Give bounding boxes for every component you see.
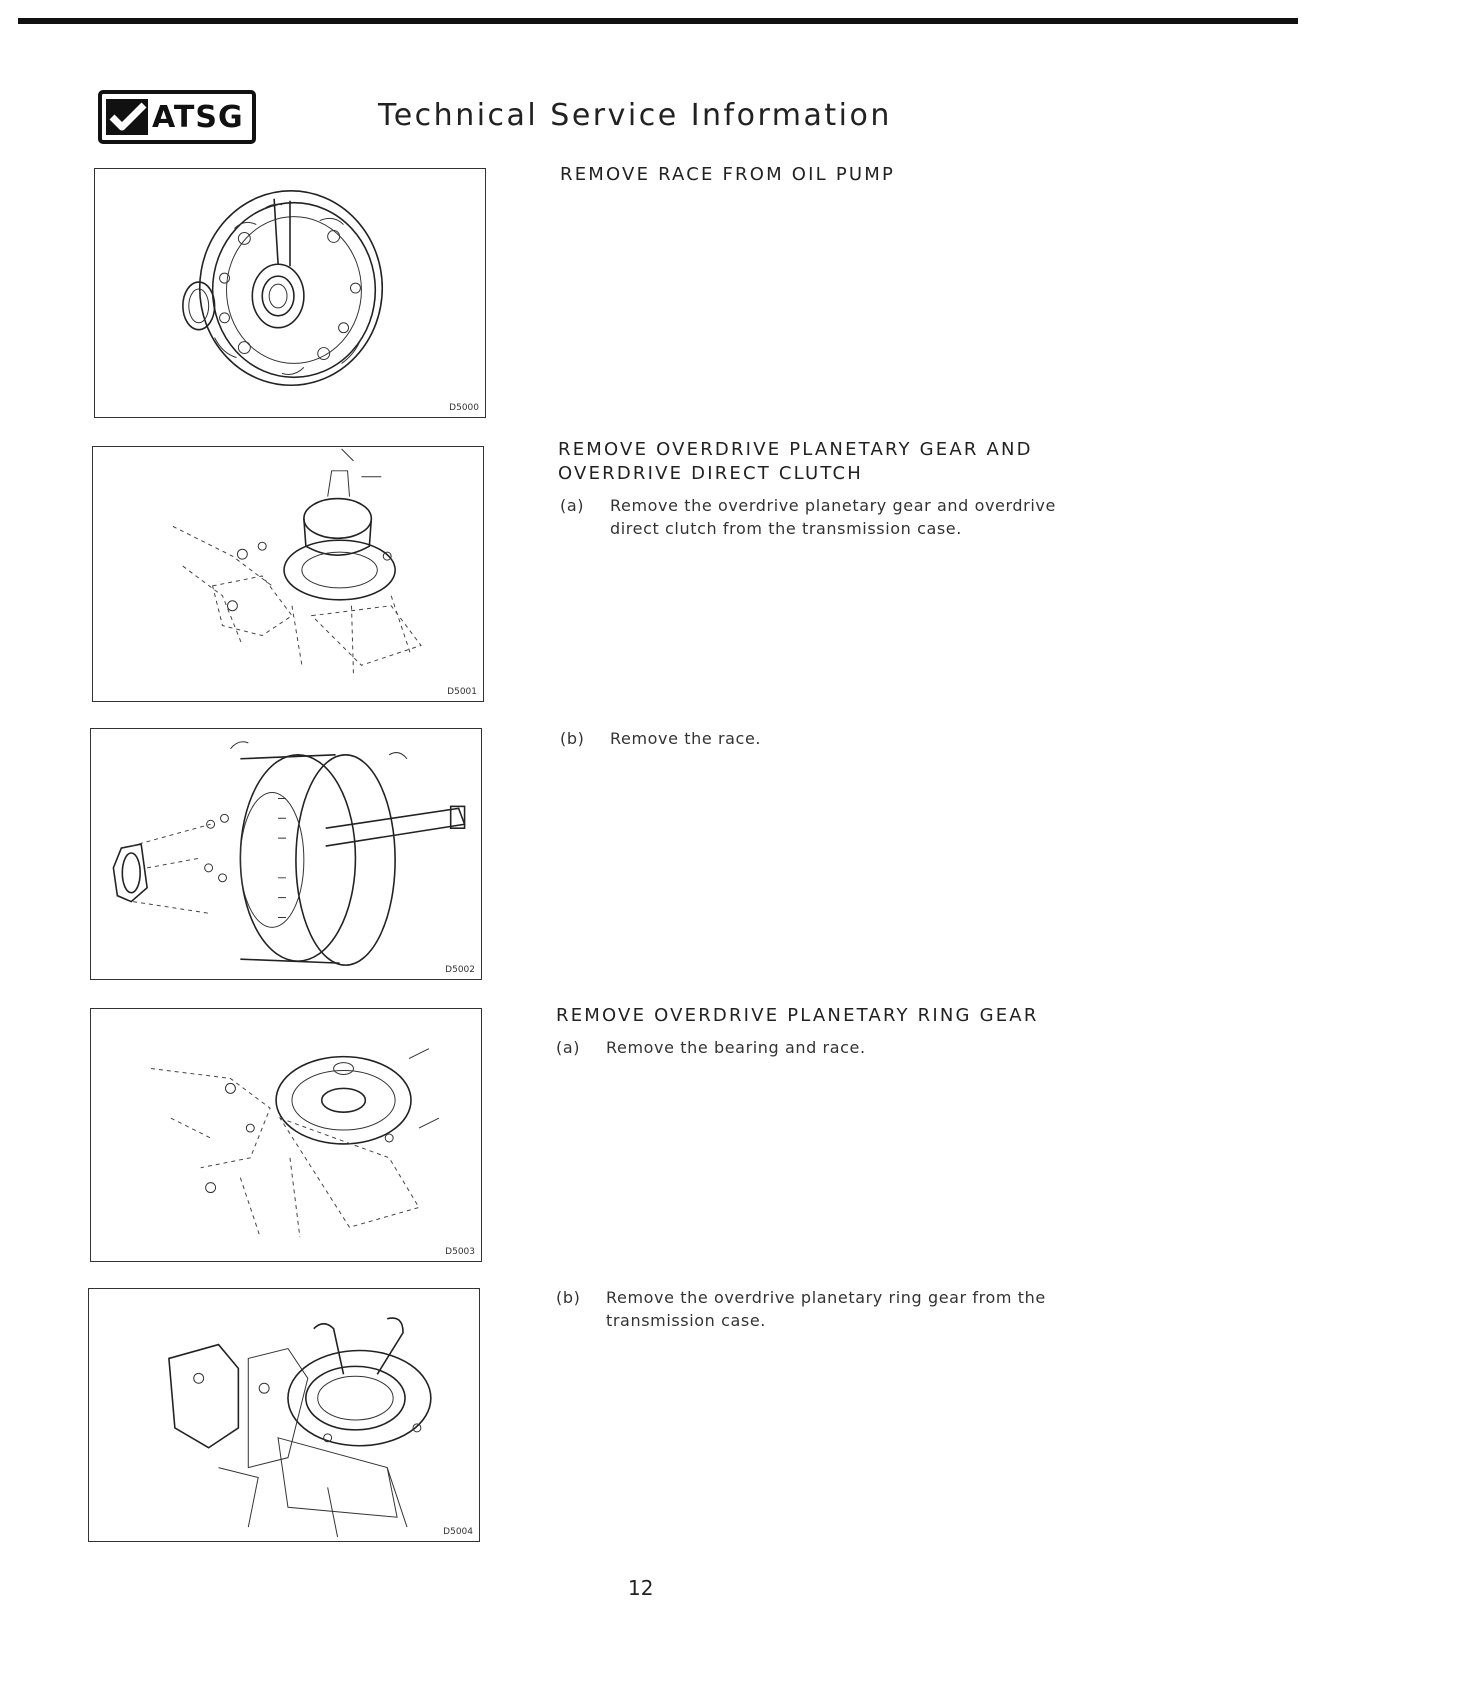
step-text: Remove the race. <box>610 729 762 748</box>
figure-oil-pump: D5000 <box>94 168 486 418</box>
planetary-gear-removal-illustration <box>172 448 422 676</box>
step-a-remove-planetary-gear: (a) Remove the overdrive planetary gear … <box>560 494 1120 542</box>
step-text: Remove the overdrive planetary ring gear… <box>606 1288 1046 1307</box>
step-text: Remove the bearing and race. <box>606 1038 866 1057</box>
oil-pump-illustration <box>182 190 384 387</box>
page-title: Technical Service Information <box>378 98 892 133</box>
figure-code: D5002 <box>445 965 475 975</box>
figure-code: D5004 <box>443 1527 473 1537</box>
atsg-logo: ATSG <box>98 90 256 144</box>
step-text: Remove the overdrive planetary gear and … <box>610 496 1056 515</box>
figure-code: D5000 <box>449 403 479 413</box>
step-text-line2: direct clutch from the transmission case… <box>610 519 962 538</box>
figure-code: D5001 <box>447 687 477 697</box>
section-heading-remove-race-from-oil-pump: REMOVE RACE FROM OIL PUMP <box>560 164 896 185</box>
figure-race-removal: D5002 <box>90 728 482 980</box>
ring-gear-removal-illustration <box>168 1317 432 1538</box>
section-heading-remove-overdrive-planetary-gear-line2: OVERDRIVE DIRECT CLUTCH <box>558 463 863 484</box>
step-text-line2: transmission case. <box>606 1311 766 1330</box>
page-number: 12 <box>628 1576 654 1600</box>
step-label: (b) <box>560 729 585 748</box>
figure-bearing-race-removal: D5003 <box>90 1008 482 1262</box>
race-removal-illustration <box>112 741 466 966</box>
step-label: (a) <box>556 1038 581 1057</box>
step-b-remove-race: (b) Remove the race. <box>560 727 1120 751</box>
checkmark-icon <box>106 99 148 135</box>
step-label: (a) <box>560 496 585 515</box>
figure-ring-gear-removal: D5004 <box>88 1288 480 1542</box>
figure-code: D5003 <box>445 1247 475 1257</box>
section-heading-remove-overdrive-planetary-gear: REMOVE OVERDRIVE PLANETARY GEAR AND <box>558 439 1033 460</box>
section-heading-remove-overdrive-planetary-ring-gear: REMOVE OVERDRIVE PLANETARY RING GEAR <box>556 1005 1039 1026</box>
figure-planetary-gear-removal: D5001 <box>92 446 484 702</box>
top-rule <box>18 18 1298 24</box>
step-b-remove-ring-gear: (b) Remove the overdrive planetary ring … <box>556 1286 1116 1334</box>
logo-text: ATSG <box>152 99 244 135</box>
bearing-race-removal-illustration <box>151 1048 440 1238</box>
step-a-remove-bearing-and-race: (a) Remove the bearing and race. <box>556 1036 1116 1060</box>
step-label: (b) <box>556 1288 581 1307</box>
